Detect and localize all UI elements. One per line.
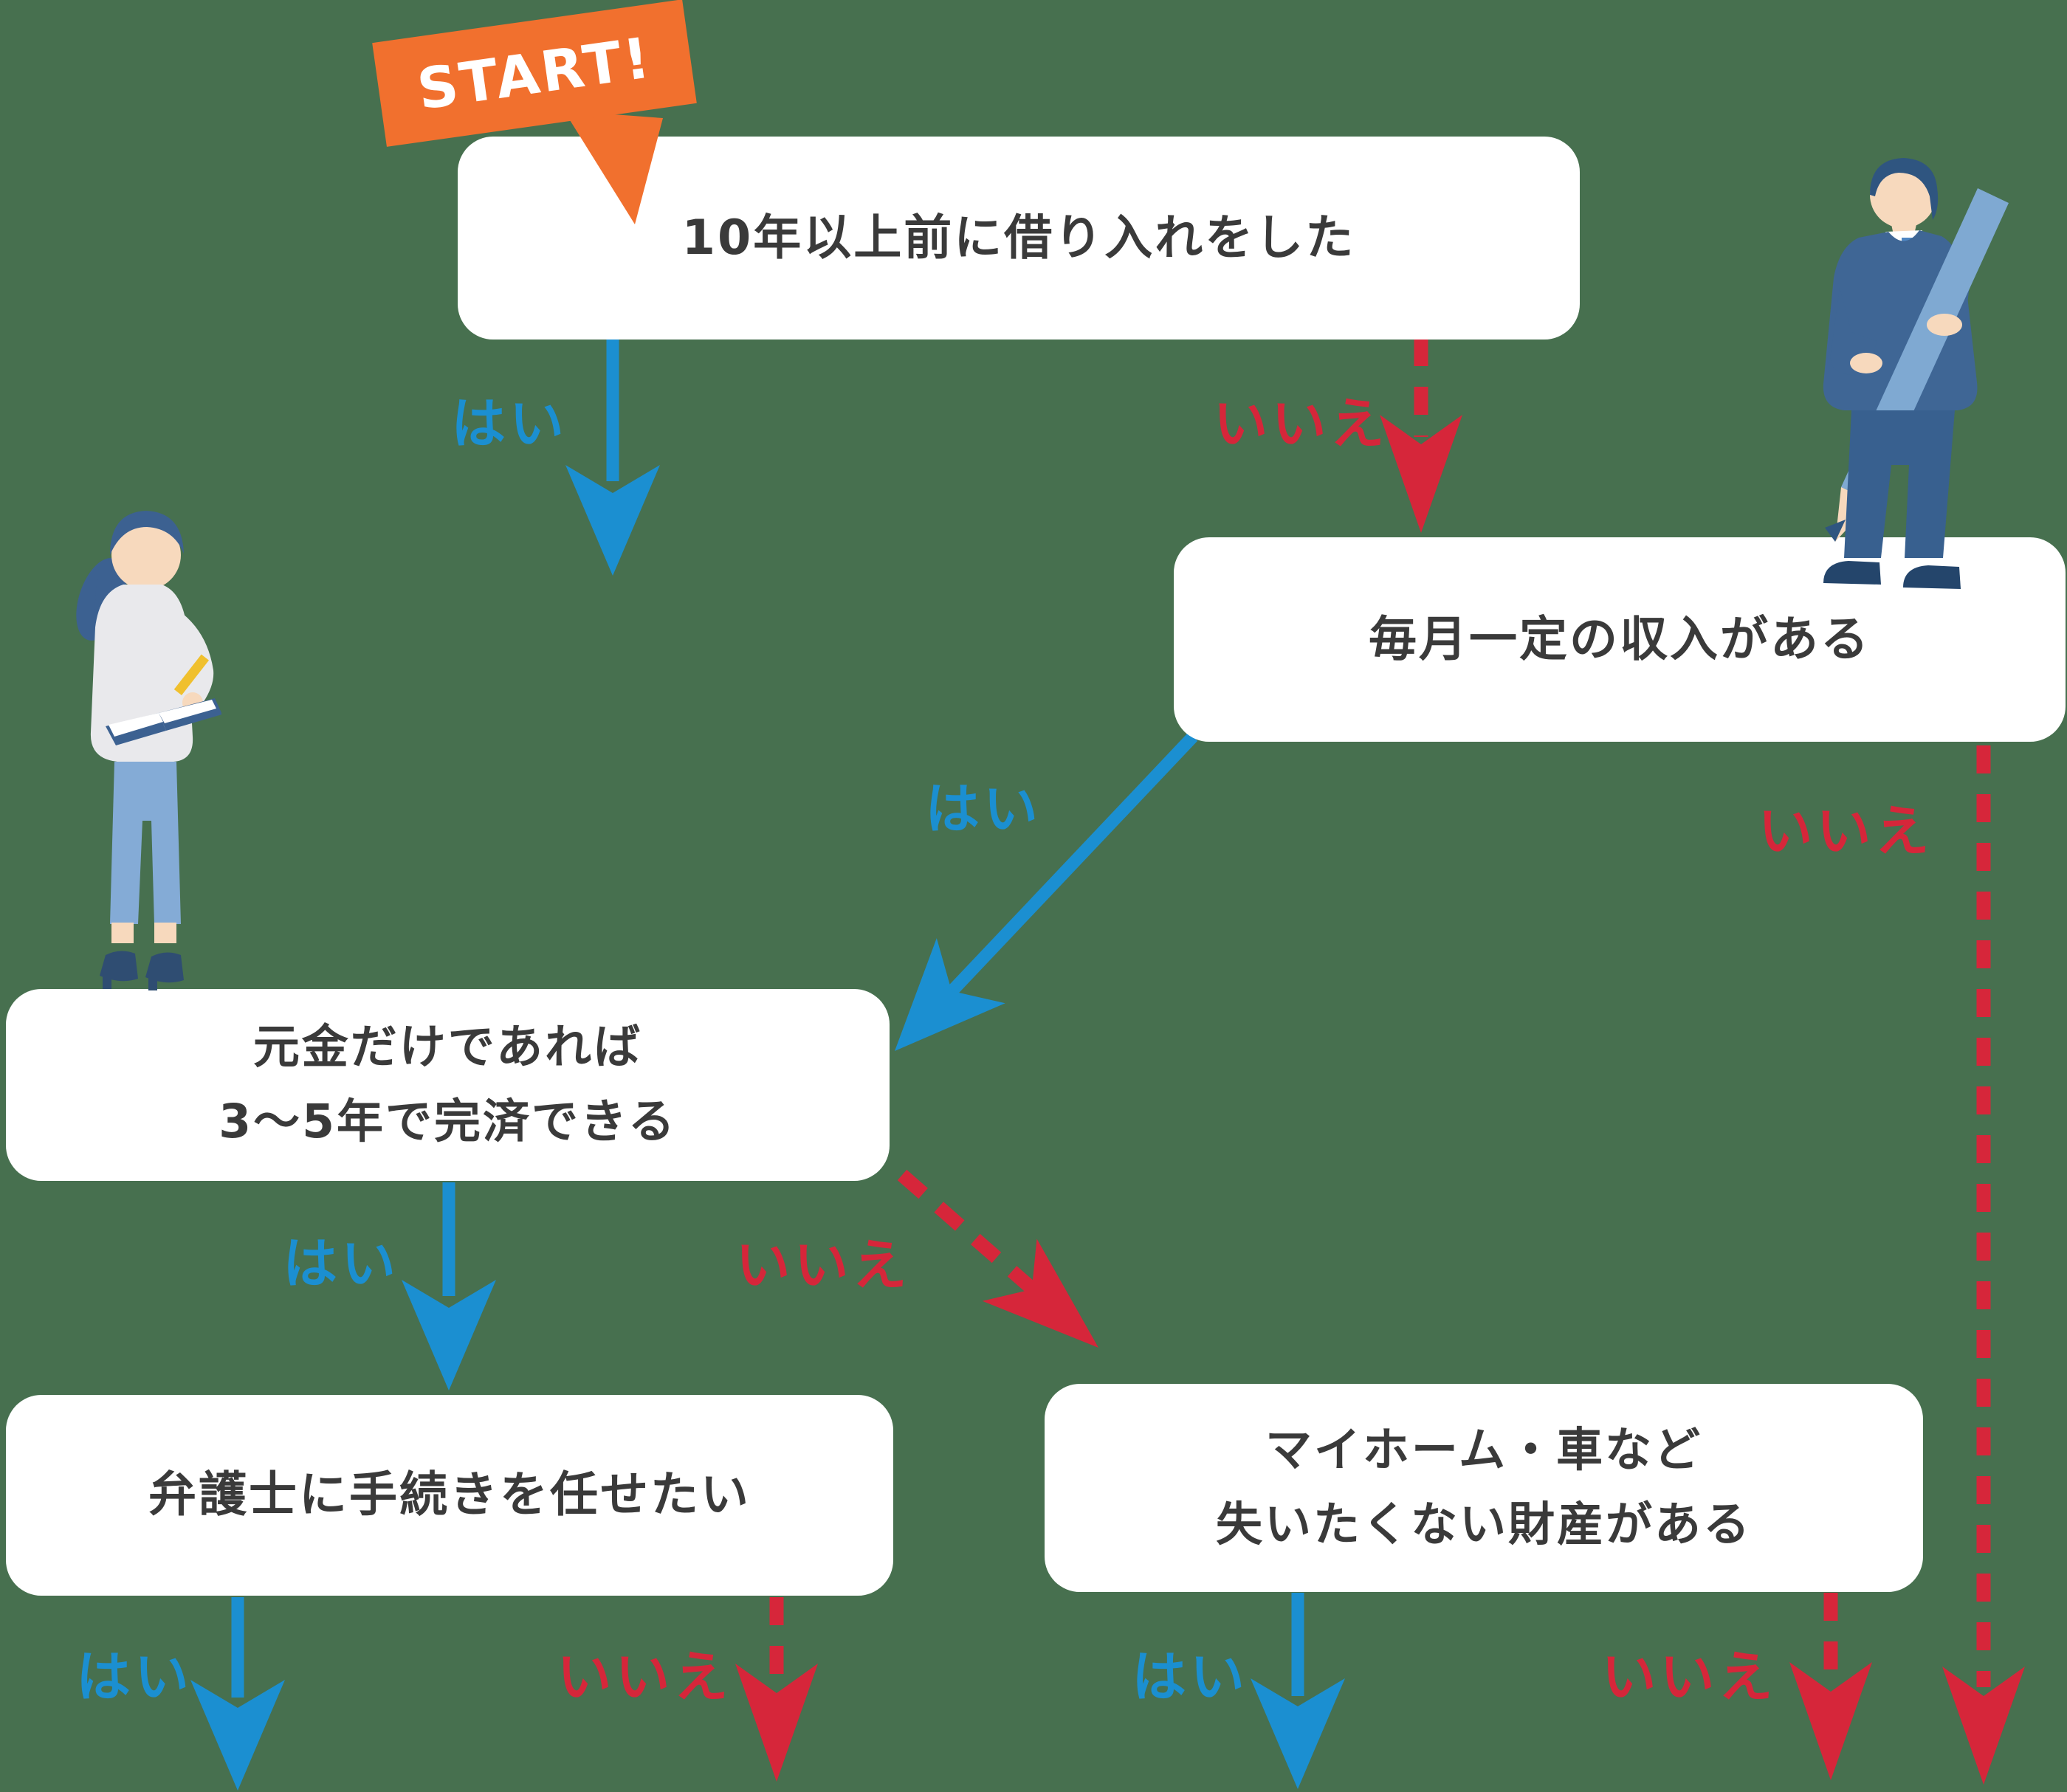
flow-node-q4: 弁護士に手続きを任せたい [6,1395,893,1596]
edge-label-q1-yes: はい [451,392,568,456]
edge-label-q3-yes: はい [283,1232,399,1296]
arrow-q2-no [1942,745,2025,1785]
flow-node-q1-text: 10年以上前に借り入れをした [681,210,1356,266]
edge-label-q3-no: いいえ [735,1233,911,1298]
arrow-q5-yes [1251,1593,1345,1789]
arrow-q5-no [1789,1593,1872,1780]
edge-label-q4-no: いいえ [557,1645,732,1709]
arrow-q1-yes [565,338,660,576]
flow-node-q5-text-line2: 失いたくない財産がある [1216,1498,1752,1551]
man-holding-giant-pencil-figure [1823,158,2009,589]
edge-label-q5-yes: はい [1132,1645,1248,1709]
man-illustration [1823,158,2009,589]
start-banner-label: START! [413,24,656,123]
edge-label-q5-no: いいえ [1601,1645,1777,1709]
edge-label-q1-no: いいえ [1213,392,1389,456]
arrow-q3-no [897,1169,1098,1348]
flow-node-q1: 10年以上前に借り入れをした [458,137,1580,340]
arrow-q4-yes [190,1597,285,1791]
flow-node-q3-text-line2: 3〜5年で完済できる [219,1095,677,1148]
arrow-q3-yes [402,1182,496,1390]
start-banner-tail [564,111,663,224]
arrow-q4-no [735,1597,818,1782]
flow-node-q3-text-line1: 元金だけであれば [252,1020,643,1075]
flow-node-q5: マイホーム・車など 失いたくない財産がある [1045,1384,1923,1592]
woman-writing-in-notebook-figure [76,511,221,990]
flow-node-q5-text-line1: マイホーム・車など [1265,1423,1703,1478]
flow-node-q2-text: 毎月一定の収入がある [1368,611,1871,667]
edge-label-q2-no: いいえ [1758,799,1933,864]
edge-label-q2-yes: はい [925,777,1042,841]
woman-illustration [76,511,221,990]
edge-label-q4-yes: はい [76,1645,193,1709]
flow-node-q2: 毎月一定の収入がある [1174,537,2066,742]
arrow-q1-no [1380,338,1462,533]
flow-node-q3: 元金だけであれば 3〜5年で完済できる [6,989,890,1181]
arrow-q2-yes [895,732,1198,1051]
flow-node-q4-text: 弁護士に手続きを任せたい [148,1467,751,1523]
